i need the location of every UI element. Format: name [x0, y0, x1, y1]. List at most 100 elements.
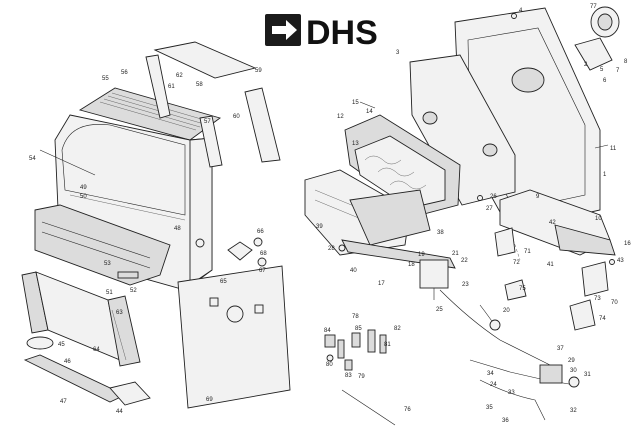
callout: 27: [486, 206, 493, 212]
callout: 68: [260, 251, 267, 257]
callout: 29: [568, 358, 575, 364]
callout: 56: [121, 70, 128, 76]
callout: 34: [487, 371, 494, 377]
callout: 73: [594, 296, 601, 302]
callout: 3: [396, 50, 400, 56]
callout: 8: [624, 59, 628, 65]
callout: 64: [93, 347, 100, 353]
callout: 77: [590, 4, 597, 10]
callout: 10: [595, 216, 602, 222]
callout: 43: [617, 258, 624, 264]
callout-labels: 1 2 3 4 5 6 7 8 9 10 11 12 13 14 15 16 1…: [29, 4, 631, 424]
wall-plate: [177, 237, 291, 409]
callout: 14: [366, 109, 373, 115]
callout: 30: [570, 368, 577, 374]
callout: 80: [326, 362, 333, 368]
callout: 72: [513, 260, 520, 266]
callout: 35: [486, 405, 493, 411]
callout: 9: [536, 194, 540, 200]
callout: 7: [616, 68, 620, 74]
callout: 24: [490, 382, 497, 388]
callout: 60: [233, 114, 240, 120]
callout: 66: [257, 229, 264, 235]
callout: 1: [603, 172, 607, 178]
logo-text: DHS: [306, 14, 378, 52]
firebox-plate: [409, 54, 516, 206]
rear-cover-plate: [145, 41, 281, 168]
callout: 18: [408, 262, 415, 268]
callout: 44: [116, 409, 123, 415]
callout: 39: [316, 224, 323, 230]
ceramic-logs: [344, 114, 461, 216]
callout: 67: [259, 268, 266, 274]
callout: 57: [204, 119, 211, 125]
callout: 28: [328, 246, 335, 252]
callout: 61: [168, 84, 175, 90]
callout: 50: [80, 194, 87, 200]
callout: 21: [452, 251, 459, 257]
callout: 55: [102, 76, 109, 82]
callout: 47: [60, 399, 67, 405]
callout: 70: [611, 300, 618, 306]
callout: 25: [436, 307, 443, 313]
callout: 75: [519, 286, 526, 292]
callout: 23: [462, 282, 469, 288]
callout: 6: [603, 78, 607, 84]
callout: 85: [355, 326, 362, 332]
callout: 38: [437, 230, 444, 236]
callout: 13: [352, 141, 359, 147]
callout: 37: [557, 346, 564, 352]
callout: 12: [337, 114, 344, 120]
callout: 76: [404, 407, 411, 413]
callout: 16: [624, 241, 631, 247]
callout: 33: [508, 390, 515, 396]
callout: 53: [104, 261, 111, 267]
callout: 79: [358, 374, 365, 380]
callout: 59: [255, 68, 262, 74]
heater-cabinet: [34, 87, 222, 291]
callout: 26: [490, 194, 497, 200]
flue-collar: [574, 6, 620, 71]
callout: 46: [64, 359, 71, 365]
callout: 54: [29, 156, 36, 162]
gas-pipework: [439, 289, 580, 421]
callout: 62: [176, 73, 183, 79]
callout: 83: [345, 373, 352, 379]
callout: 84: [324, 328, 331, 334]
callout: 36: [502, 418, 509, 424]
callout: 42: [549, 220, 556, 226]
callout: 74: [599, 316, 606, 322]
support-bracket: [494, 189, 616, 331]
callout: 52: [130, 288, 137, 294]
callout: 15: [352, 100, 359, 106]
callout: 17: [378, 281, 385, 287]
dhs-logo: DHS: [265, 14, 378, 52]
callout: 49: [80, 185, 87, 191]
callout: 41: [547, 262, 554, 268]
callout: 19: [418, 252, 425, 258]
callout: 63: [116, 310, 123, 316]
callout: 45: [58, 342, 65, 348]
callout: 81: [384, 342, 391, 348]
callout: 58: [196, 82, 203, 88]
callout: 48: [174, 226, 181, 232]
callout: 2: [584, 62, 588, 68]
callout: 78: [352, 314, 359, 320]
callout: 65: [220, 279, 227, 285]
screws: [338, 13, 615, 265]
callout: 32: [570, 408, 577, 414]
spark-rod: [341, 389, 396, 426]
side-panels: [21, 271, 151, 406]
callout: 82: [394, 326, 401, 332]
callout: 22: [461, 258, 468, 264]
callout: 11: [610, 146, 617, 152]
callout: 20: [503, 308, 510, 314]
electrode-set: [324, 329, 387, 371]
burner-tray: [304, 169, 431, 256]
callout: 71: [524, 249, 531, 255]
callout: 31: [584, 372, 591, 378]
callout: 69: [206, 397, 213, 403]
callout: 5: [600, 67, 604, 73]
callout: 4: [519, 8, 523, 14]
